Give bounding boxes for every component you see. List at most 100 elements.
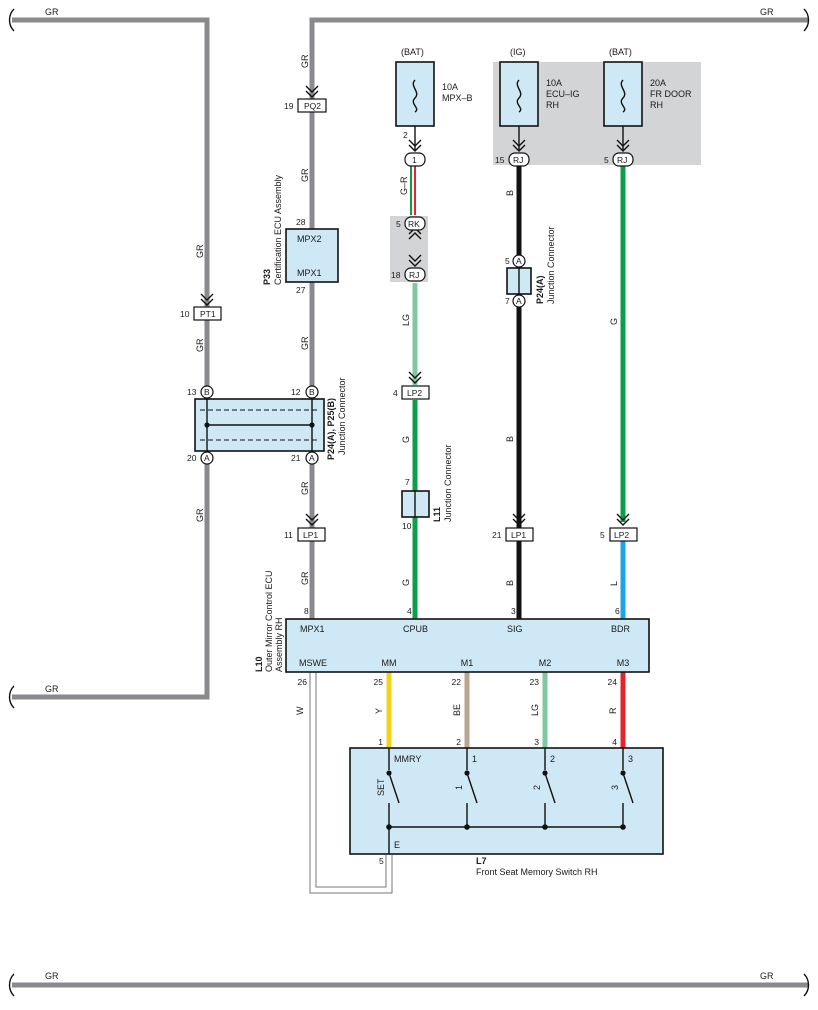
svg-text:P24(A): P24(A) <box>535 275 545 304</box>
connector-rk: RK 5 <box>396 216 426 231</box>
wire-label-b-1: B <box>505 190 515 196</box>
svg-text:2: 2 <box>403 130 408 140</box>
svg-text:5: 5 <box>604 155 609 165</box>
svg-text:MPX2: MPX2 <box>297 234 322 244</box>
l7-switch-top-label-3: 3 <box>628 754 633 764</box>
l7-switch-blade-1 <box>466 772 478 804</box>
wire-label-lg: LG <box>401 314 411 326</box>
l7-pin-top-1: 2 <box>456 737 461 747</box>
l10-term-bottom-3: M2 <box>539 658 552 668</box>
l7-switch-top-label-2: 2 <box>550 754 555 764</box>
l10-pin-top-2: 3 <box>511 606 516 616</box>
wire-label-gr-v9: G–R <box>399 176 409 195</box>
wire-label-g-1: G <box>401 436 411 443</box>
svg-text:5: 5 <box>379 856 384 866</box>
l7-switch-side-label-3: 3 <box>610 785 620 790</box>
l7-pin-top-3: 4 <box>612 737 617 747</box>
svg-text:19: 19 <box>284 101 294 111</box>
fuse-ecu-ig: (IG) 10A ECU–IG RH <box>499 47 580 150</box>
l10-term-bottom-1: MM <box>382 658 397 668</box>
wire-label-gr-v2: GR <box>195 338 205 352</box>
l10-term-top-2: SIG <box>507 624 523 634</box>
wire-label-gr-v6: GR <box>300 336 310 350</box>
wire-label-be: BE <box>452 704 462 716</box>
wire-label-lg-2: LG <box>530 704 540 716</box>
svg-text:E: E <box>394 840 400 850</box>
l7-switch-top-label-1: 1 <box>472 754 477 764</box>
wire-label-b-2: B <box>505 436 515 442</box>
connector-lp2-left: LP2 4 <box>393 385 430 400</box>
svg-text:12: 12 <box>291 387 301 397</box>
svg-text:(BAT): (BAT) <box>609 47 632 57</box>
wire-label-gr-v3: GR <box>195 508 205 522</box>
svg-text:10: 10 <box>180 309 190 319</box>
l7-pin-top-2: 3 <box>534 737 539 747</box>
connector-lp2-right: LP2 5 <box>600 527 638 542</box>
wire-label-g-2: G <box>401 579 411 586</box>
connector-lp1-21: LP1 21 <box>492 527 534 542</box>
svg-text:A: A <box>309 453 315 463</box>
svg-text:LP1: LP1 <box>303 530 318 540</box>
l10-term-top-1: CPUB <box>403 624 428 634</box>
l10-pin-bottom-4: 24 <box>608 677 618 687</box>
svg-text:LP2: LP2 <box>614 530 629 540</box>
svg-text:7: 7 <box>405 477 410 487</box>
svg-text:FR DOOR: FR DOOR <box>650 89 692 99</box>
component-p24a: A A 5 7 P24(A) Junction Connector <box>505 226 556 308</box>
svg-text:10A: 10A <box>546 78 562 88</box>
svg-text:10A: 10A <box>442 82 458 92</box>
connector-pt1: PT1 10 <box>180 306 222 321</box>
svg-text:27: 27 <box>296 285 306 295</box>
component-p24-p25: B B A A 13 12 20 21 P24(A), P25(B) Junct… <box>187 377 347 465</box>
l10-pin-top-0: 8 <box>304 606 309 616</box>
svg-text:L10: L10 <box>254 656 264 672</box>
wire-label-gr-v8: GR <box>300 571 310 585</box>
l7-switch-side-label-2: 2 <box>532 785 542 790</box>
svg-text:Junction Connector: Junction Connector <box>337 377 347 455</box>
connector-one: 1 <box>404 152 426 167</box>
svg-text:Assembly RH: Assembly RH <box>274 617 284 672</box>
component-p33: MPX2 MPX1 28 27 P33 Certification ECU As… <box>262 174 339 295</box>
svg-text:7: 7 <box>505 296 510 306</box>
svg-text:5: 5 <box>600 530 605 540</box>
connector-pq2: PQ2 19 <box>284 98 327 113</box>
connector-lp1-11: LP1 11 <box>284 527 326 542</box>
svg-text:B: B <box>204 387 210 397</box>
svg-text:L7: L7 <box>476 856 487 866</box>
svg-text:A: A <box>516 296 522 306</box>
svg-text:A: A <box>204 453 210 463</box>
svg-text:Outer Mirror Control ECU: Outer Mirror Control ECU <box>264 570 274 672</box>
l7-switch-blade-0 <box>388 772 400 804</box>
l10-term-top-3: BDR <box>611 624 631 634</box>
fuse-mpxb: (BAT) 10A MPX–B 2 <box>395 47 473 150</box>
svg-text:28: 28 <box>296 217 306 227</box>
svg-text:Junction Connector: Junction Connector <box>443 444 453 522</box>
l10-pin-bottom-2: 22 <box>452 677 462 687</box>
svg-text:Front Seat Memory Switch RH: Front Seat Memory Switch RH <box>476 867 598 877</box>
svg-text:RJ: RJ <box>513 155 523 165</box>
svg-text:MPX1: MPX1 <box>297 268 322 278</box>
svg-text:P24(A), P25(B): P24(A), P25(B) <box>326 398 336 460</box>
svg-text:10: 10 <box>402 521 412 531</box>
svg-text:PT1: PT1 <box>200 309 216 319</box>
svg-text:RK: RK <box>408 219 420 229</box>
wire-label-gr-3: GR <box>45 684 59 694</box>
svg-text:Junction Connector: Junction Connector <box>546 226 556 304</box>
fuse-fr-door: (BAT) 20A FR DOOR RH <box>603 47 692 150</box>
svg-text:21: 21 <box>291 453 301 463</box>
svg-text:PQ2: PQ2 <box>304 101 321 111</box>
l7-switch-side-label-1: 1 <box>454 785 464 790</box>
wire-label-b-3: B <box>505 580 515 586</box>
l10-term-top-0: MPX1 <box>300 624 325 634</box>
wire-label-w: W <box>295 706 305 715</box>
svg-text:Certification ECU Assembly: Certification ECU Assembly <box>273 174 283 285</box>
l10-pin-bottom-1: 25 <box>374 677 384 687</box>
l10-pin-bottom-3: 23 <box>530 677 540 687</box>
l10-term-bottom-0: MSWE <box>299 658 327 668</box>
svg-text:20A: 20A <box>650 78 666 88</box>
svg-text:B: B <box>309 387 315 397</box>
wire-label-gr-v5: GR <box>300 168 310 182</box>
